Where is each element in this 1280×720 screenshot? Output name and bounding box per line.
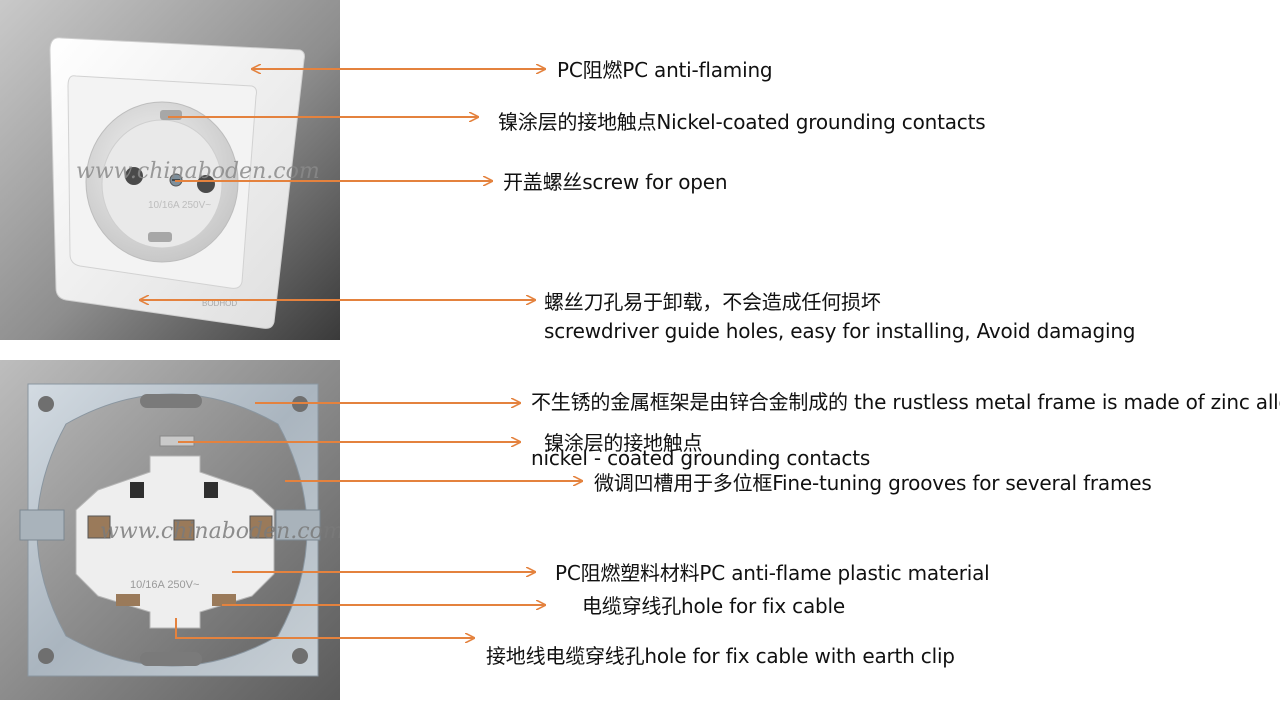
label-hole-earth-clip: 接地线电缆穿线孔hole for fix cable with earth cl…: [486, 644, 955, 668]
socket-rating-text: 10/16A 250V~: [148, 200, 211, 211]
label-anti-flame-plastic: PC阻燃塑料材料PC anti-flame plastic material: [555, 561, 990, 585]
label-pc-anti-flaming: PC阻燃PC anti-flaming: [557, 58, 773, 82]
watermark-top: www.chinaboden.com: [76, 159, 320, 184]
label-rustless-metal-frame: 不生锈的金属框架是由锌合金制成的 the rustless metal fram…: [531, 390, 1280, 414]
watermark-bottom: www.chinaboden.com: [100, 519, 340, 544]
label-screw-for-open: 开盖螺丝screw for open: [503, 170, 728, 194]
label-screwdriver-holes-cn: 螺丝刀孔易于卸载，不会造成任何损坏: [544, 290, 881, 314]
label-screwdriver-holes-en: screwdriver guide holes, easy for instal…: [544, 319, 1136, 343]
label-grounding-contacts-cn: 镍涂层的接地触点: [544, 431, 703, 455]
socket-front-photo: 10/16A 250V~ BODHOD www.chinaboden.com: [0, 0, 340, 340]
insert-rating-text: 10/16A 250V~: [130, 579, 199, 591]
label-fine-tuning-grooves: 微调凹槽用于多位框Fine-tuning grooves for several…: [594, 471, 1152, 495]
arrow-earth-clip: [175, 618, 474, 638]
socket-insert-photo: 10/16A 250V~ www.chinaboden.com: [0, 360, 340, 700]
label-nickel-grounding-contacts: 镍涂层的接地触点Nickel-coated grounding contacts: [498, 110, 986, 134]
label-hole-fix-cable: 电缆穿线孔hole for fix cable: [582, 594, 845, 618]
label-grounding-contacts-en: nickel - coated grounding contacts: [531, 446, 871, 470]
